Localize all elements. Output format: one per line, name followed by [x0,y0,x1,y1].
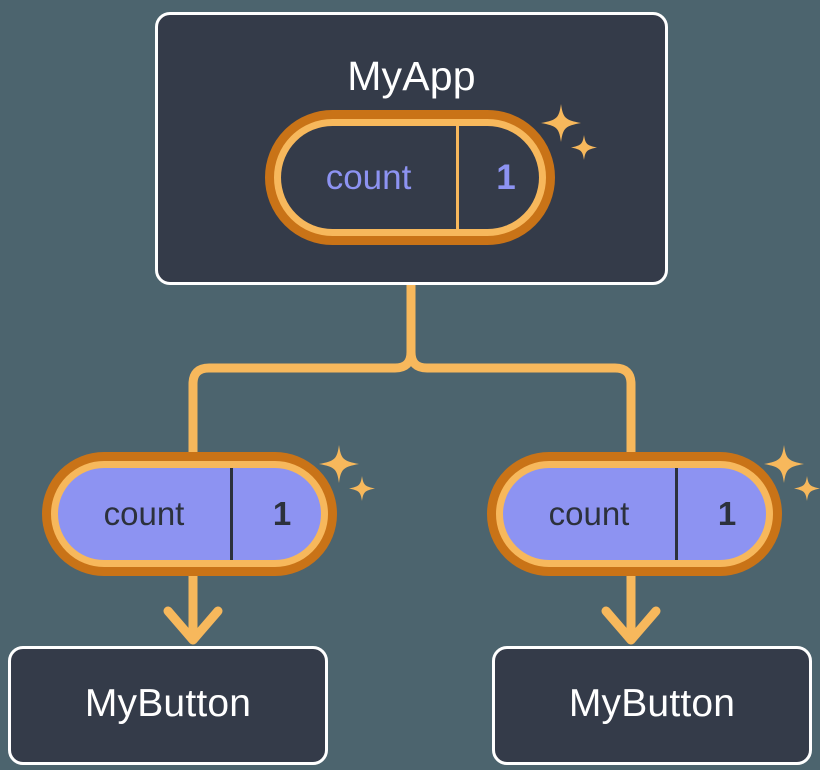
state-value-right: 1 [675,468,766,560]
state-value-myapp: 1 [456,126,539,229]
connector-myapp-to-left [188,280,416,457]
mybutton-title-right: MyButton [568,682,736,725]
connector-myapp-to-right [406,280,636,457]
mybutton-component-box-left[interactable]: MyButton [8,646,328,765]
state-key-right: count [548,495,630,532]
state-key-myapp: count [325,157,412,197]
state-pill-myapp-inner: count 1 [281,126,539,229]
state-pill-myapp[interactable]: count 1 [265,110,555,245]
mybutton-component-box-right[interactable]: MyButton [492,646,812,765]
state-pill-right[interactable]: count 1 [487,452,782,576]
state-key-left: count [103,495,185,532]
mybutton-title-left: MyButton [84,682,252,725]
state-pill-right-inner: count 1 [503,468,766,560]
state-pill-left-inner: count 1 [58,468,321,560]
state-value-left: 1 [230,468,321,560]
state-pill-left[interactable]: count 1 [42,452,337,576]
arrow-head-right [601,606,661,645]
arrow-head-left [163,606,223,645]
myapp-title: MyApp [347,53,476,99]
